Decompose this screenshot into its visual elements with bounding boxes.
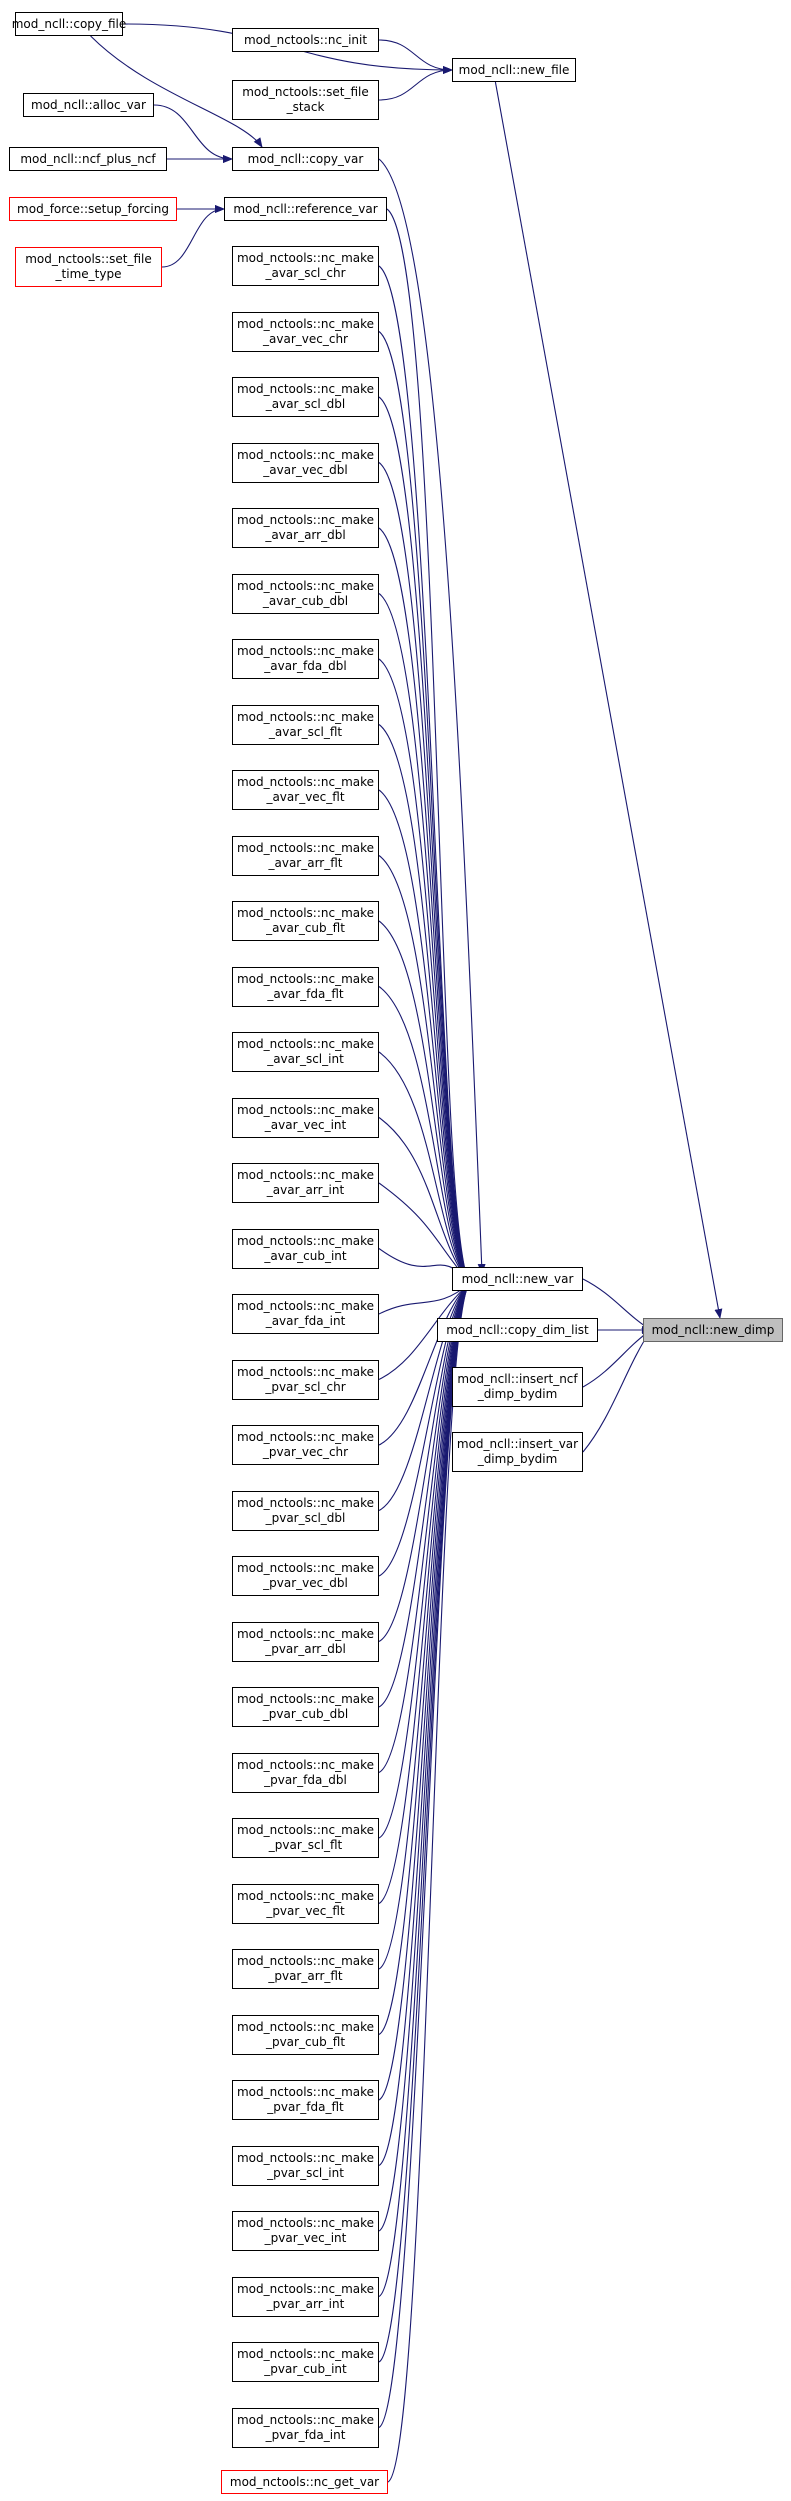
edge-pvar-scl-dbl-to-new-var xyxy=(378,1282,471,1511)
edge-avar-vec-flt-to-new-var xyxy=(378,789,471,1284)
node-avar-scl-chr[interactable]: mod_nctools::nc_make _avar_scl_chr xyxy=(232,246,379,286)
edge-nc-init-to-new-file xyxy=(378,39,453,74)
edge-pvar-arr-dbl-to-new-var xyxy=(378,1282,471,1642)
node-avar-cub-dbl[interactable]: mod_nctools::nc_make _avar_cub_dbl xyxy=(232,573,379,614)
node-avar-scl-flt[interactable]: mod_nctools::nc_make _avar_scl_flt xyxy=(232,704,379,745)
node-pvar-cub-int[interactable]: mod_nctools::nc_make _pvar_cub_int xyxy=(232,2342,379,2382)
edge-new-file-to-new-dimp xyxy=(494,81,723,1319)
node-insert-var-dimp-bydim[interactable]: mod_ncll::insert_var _dimp_bydim xyxy=(452,1432,583,1472)
node-setup-forcing[interactable]: mod_force::setup_forcing xyxy=(9,197,177,221)
node-reference-var[interactable]: mod_ncll::reference_var xyxy=(224,197,387,221)
edge-avar-arr-flt-to-new-var xyxy=(378,855,471,1284)
node-avar-cub-flt[interactable]: mod_nctools::nc_make _avar_cub_flt xyxy=(232,901,379,941)
node-pvar-scl-flt[interactable]: mod_nctools::nc_make _pvar_scl_flt xyxy=(232,1818,379,1858)
edge-pvar-scl-chr-to-new-var xyxy=(378,1282,471,1380)
node-pvar-arr-int[interactable]: mod_nctools::nc_make _pvar_arr_int xyxy=(232,2276,379,2317)
edge-set-file-stack-to-new-file xyxy=(378,66,453,101)
edge-avar-scl-int-to-new-var xyxy=(378,1051,471,1284)
edge-pvar-vec-chr-to-new-var xyxy=(378,1282,471,1446)
node-pvar-cub-flt[interactable]: mod_nctools::nc_make _pvar_cub_flt xyxy=(232,2014,379,2055)
edge-pvar-vec-dbl-to-new-var xyxy=(378,1282,471,1577)
node-nc-get-var[interactable]: mod_nctools::nc_get_var xyxy=(221,2470,388,2494)
node-pvar-scl-dbl[interactable]: mod_nctools::nc_make _pvar_scl_dbl xyxy=(232,1490,379,1531)
node-avar-vec-chr[interactable]: mod_nctools::nc_make _avar_vec_chr xyxy=(232,311,379,352)
node-alloc-var[interactable]: mod_ncll::alloc_var xyxy=(23,93,154,117)
node-avar-vec-flt[interactable]: mod_nctools::nc_make _avar_vec_flt xyxy=(232,770,379,810)
node-set-file-time-type[interactable]: mod_nctools::set_file _time_type xyxy=(15,247,162,287)
node-avar-scl-int[interactable]: mod_nctools::nc_make _avar_scl_int xyxy=(232,1032,379,1072)
edge-avar-arr-dbl-to-new-var xyxy=(378,527,471,1284)
node-copy-file[interactable]: mod_ncll::copy_file xyxy=(12,12,126,36)
node-pvar-arr-dbl[interactable]: mod_nctools::nc_make _pvar_arr_dbl xyxy=(232,1621,379,1662)
edge-avar-cub-flt-to-new-var xyxy=(378,920,471,1284)
node-pvar-fda-int[interactable]: mod_nctools::nc_make _pvar_fda_int xyxy=(232,2407,379,2448)
edge-pvar-fda-int-to-new-var xyxy=(378,1282,471,2428)
node-new-file[interactable]: mod_ncll::new_file xyxy=(452,58,576,82)
node-pvar-vec-int[interactable]: mod_nctools::nc_make _pvar_vec_int xyxy=(232,2211,379,2251)
edge-pvar-cub-dbl-to-new-var xyxy=(378,1282,471,1708)
node-pvar-vec-chr[interactable]: mod_nctools::nc_make _pvar_vec_chr xyxy=(232,1425,379,1465)
node-pvar-arr-flt[interactable]: mod_nctools::nc_make _pvar_arr_flt xyxy=(232,1949,379,1989)
node-pvar-fda-flt[interactable]: mod_nctools::nc_make _pvar_fda_flt xyxy=(232,2080,379,2120)
edge-alloc-var-to-copy-var xyxy=(153,104,233,163)
edge-pvar-fda-dbl-to-new-var xyxy=(378,1282,471,1773)
edge-avar-scl-flt-to-new-var xyxy=(378,724,471,1284)
node-set-file-stack[interactable]: mod_nctools::set_file _stack xyxy=(232,80,379,120)
node-copy-dim-list[interactable]: mod_ncll::copy_dim_list xyxy=(437,1318,598,1342)
node-pvar-vec-dbl[interactable]: mod_nctools::nc_make _pvar_vec_dbl xyxy=(232,1556,379,1596)
node-pvar-scl-chr[interactable]: mod_nctools::nc_make _pvar_scl_chr xyxy=(232,1359,379,1400)
node-avar-vec-dbl[interactable]: mod_nctools::nc_make _avar_vec_dbl xyxy=(232,442,379,483)
node-avar-arr-int[interactable]: mod_nctools::nc_make _avar_arr_int xyxy=(232,1163,379,1203)
node-avar-cub-int[interactable]: mod_nctools::nc_make _avar_cub_int xyxy=(232,1228,379,1269)
node-pvar-cub-dbl[interactable]: mod_nctools::nc_make _pvar_cub_dbl xyxy=(232,1687,379,1727)
node-avar-arr-flt[interactable]: mod_nctools::nc_make _avar_arr_flt xyxy=(232,835,379,876)
edge-copy-var-to-new-var xyxy=(378,158,486,1274)
node-new-var[interactable]: mod_ncll::new_var xyxy=(452,1267,583,1291)
node-pvar-vec-flt[interactable]: mod_nctools::nc_make _pvar_vec_flt xyxy=(232,1883,379,1924)
edge-set-file-time-type-to-reference-var xyxy=(161,205,225,268)
focus-node-new-dimp: mod_ncll::new_dimp xyxy=(643,1318,783,1342)
edge-avar-fda-flt-to-new-var xyxy=(378,986,471,1284)
node-ncf-plus-ncf[interactable]: mod_ncll::ncf_plus_ncf xyxy=(9,147,167,171)
edge-insert-var-dimp-bydim-to-new-dimp xyxy=(582,1329,652,1453)
edge-avar-fda-dbl-to-new-var xyxy=(378,658,471,1284)
node-avar-scl-dbl[interactable]: mod_nctools::nc_make _avar_scl_dbl xyxy=(232,377,379,417)
node-avar-fda-dbl[interactable]: mod_nctools::nc_make _avar_fda_dbl xyxy=(232,639,379,679)
edge-nc-get-var-to-new-var xyxy=(387,1282,471,2483)
node-pvar-scl-int[interactable]: mod_nctools::nc_make _pvar_scl_int xyxy=(232,2145,379,2186)
node-copy-var[interactable]: mod_ncll::copy_var xyxy=(232,147,379,171)
edge-avar-scl-chr-to-new-var xyxy=(378,265,471,1284)
node-nc-init[interactable]: mod_nctools::nc_init xyxy=(232,28,379,52)
node-avar-vec-int[interactable]: mod_nctools::nc_make _avar_vec_int xyxy=(232,1097,379,1138)
edge-reference-var-to-new-var xyxy=(386,208,471,1284)
node-avar-arr-dbl[interactable]: mod_nctools::nc_make _avar_arr_dbl xyxy=(232,508,379,548)
node-pvar-fda-dbl[interactable]: mod_nctools::nc_make _pvar_fda_dbl xyxy=(232,1752,379,1793)
node-insert-ncf-dimp-bydim[interactable]: mod_ncll::insert_ncf _dimp_bydim xyxy=(452,1367,583,1407)
edge-copy-file-to-copy-var xyxy=(90,35,263,148)
node-avar-fda-flt[interactable]: mod_nctools::nc_make _avar_fda_flt xyxy=(232,966,379,1007)
edge-avar-vec-int-to-new-var xyxy=(378,1117,471,1284)
node-avar-fda-int[interactable]: mod_nctools::nc_make _avar_fda_int xyxy=(232,1294,379,1334)
